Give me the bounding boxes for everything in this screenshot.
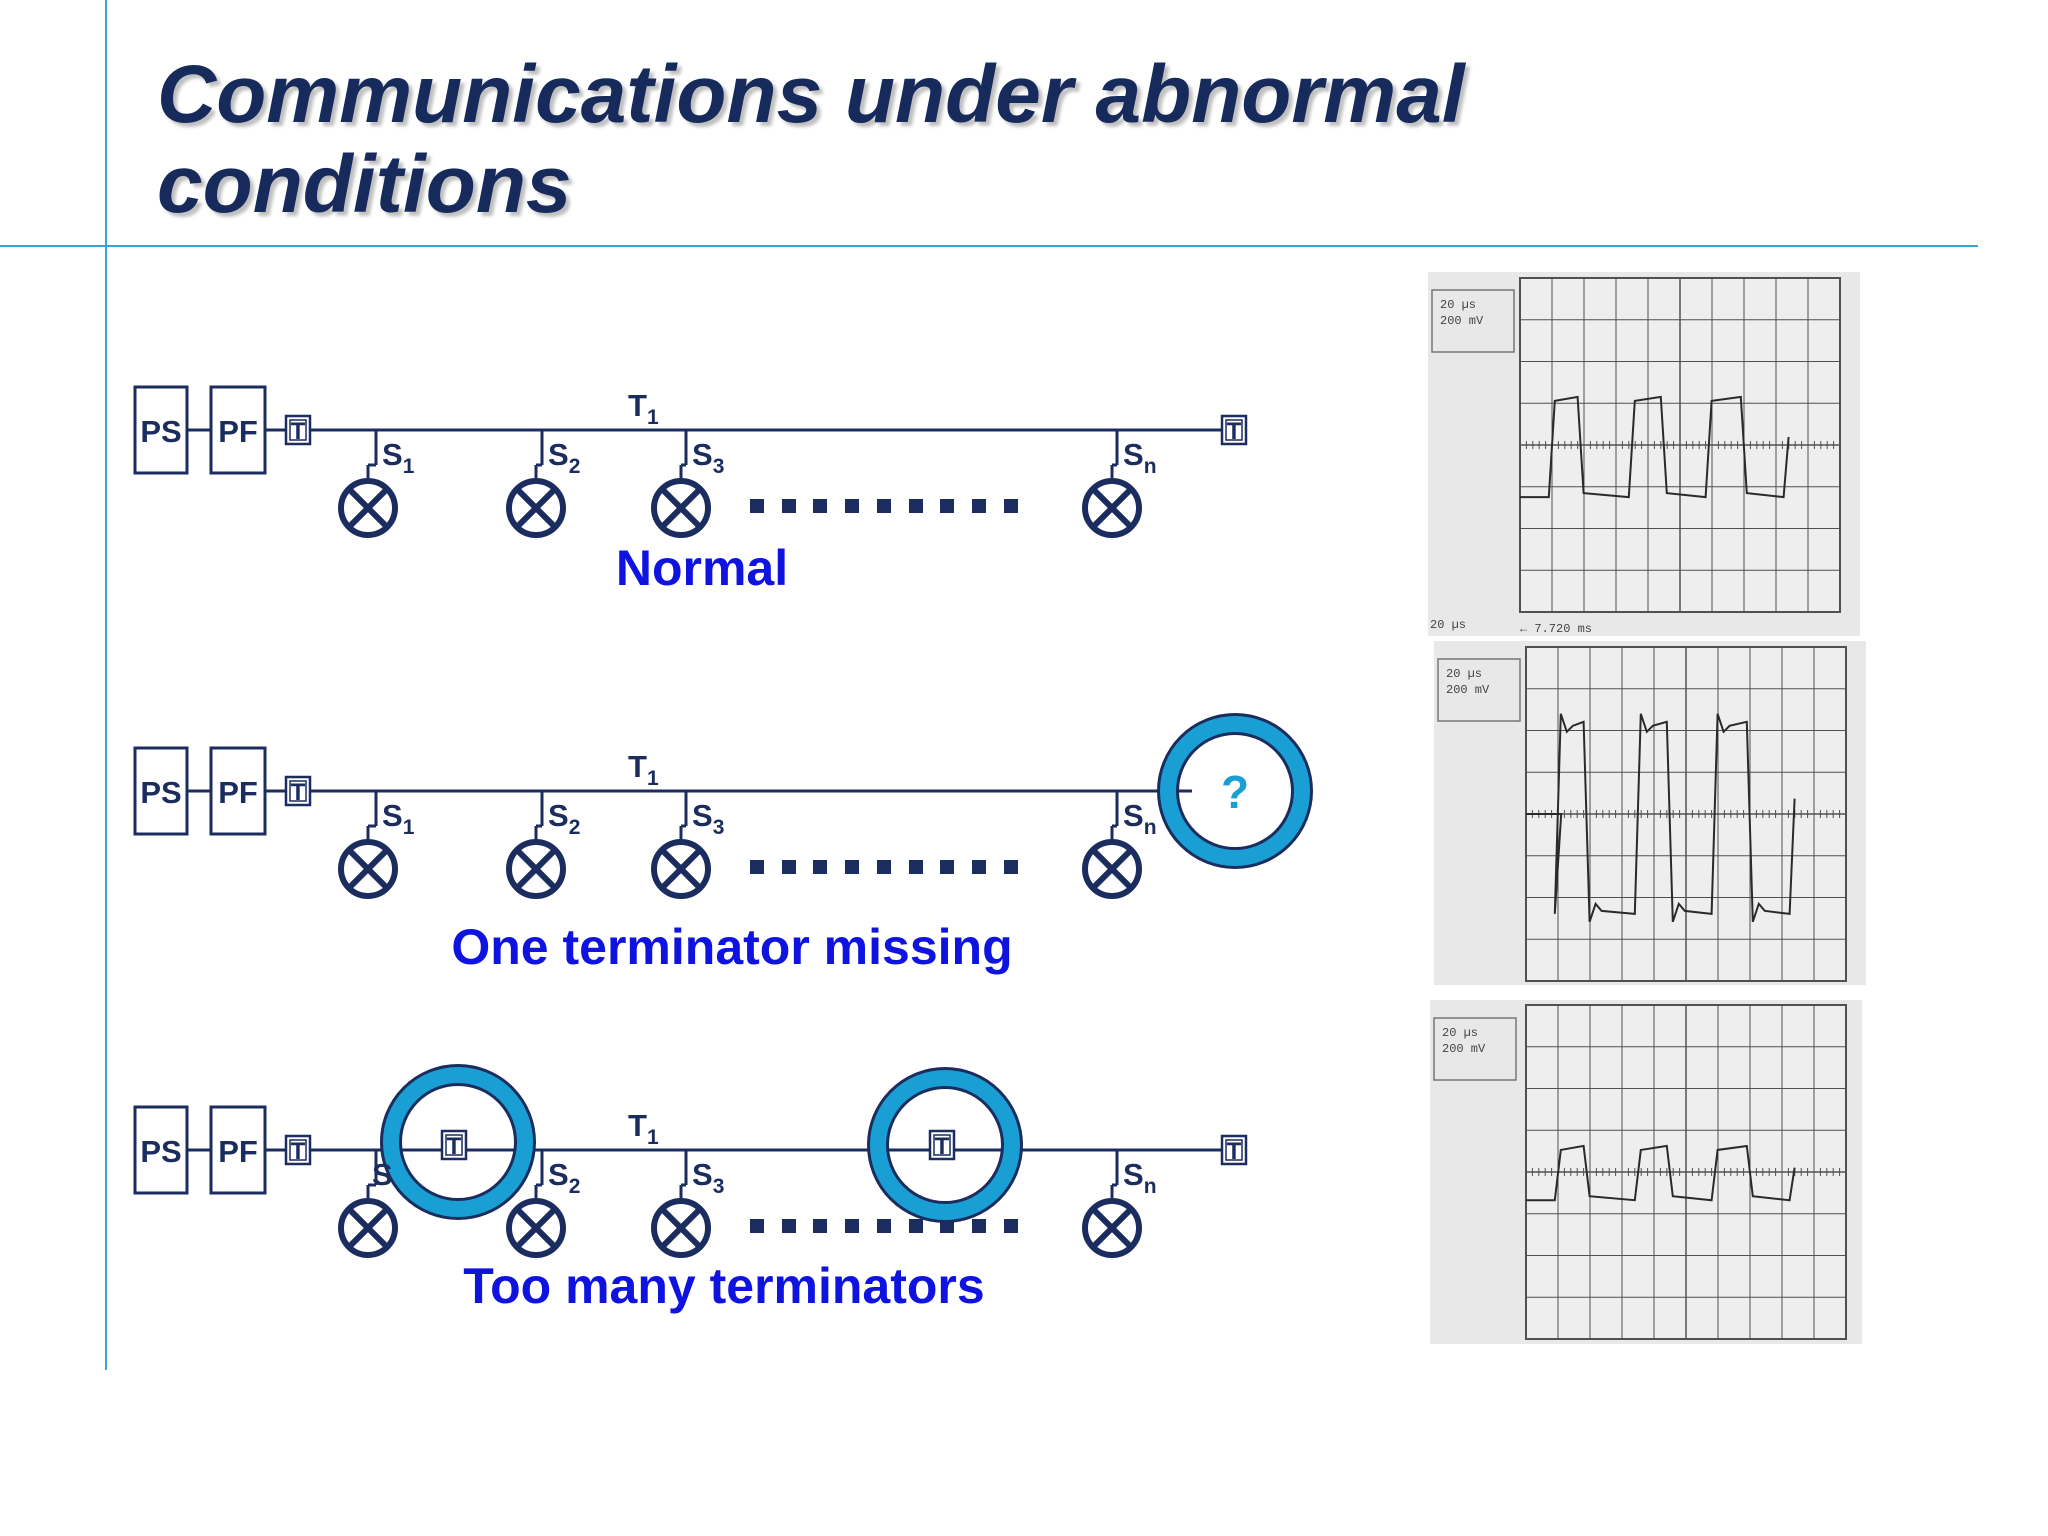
diagram-caption: Too many terminators	[463, 1258, 984, 1314]
slide-title: Communications under abnormal conditions	[157, 50, 1657, 230]
ellipsis-dot	[750, 499, 764, 513]
diagram-caption: One terminator missing	[451, 919, 1012, 975]
ellipsis-dot	[940, 860, 954, 874]
ellipsis-dot	[782, 1219, 796, 1233]
ellipsis-dot	[972, 499, 986, 513]
oscilloscope-panel-3: 20 µs 200 mV	[1430, 1000, 1862, 1344]
trunk-label: T1	[628, 749, 659, 790]
scope-footer-right: ← 7.720 ms	[1520, 622, 1592, 636]
scope-waveform	[1526, 713, 1796, 923]
ellipsis-dot	[813, 499, 827, 513]
scope-waveform	[1526, 1144, 1796, 1202]
ellipsis-dot	[1004, 1219, 1018, 1233]
ellipsis-dot	[750, 860, 764, 874]
ellipsis-dot	[1004, 499, 1018, 513]
scope-waveform	[1520, 395, 1790, 499]
power-filter-box-label: PF	[218, 1134, 258, 1169]
scope-volts: 200 mV	[1446, 683, 1490, 697]
scope-volts: 200 mV	[1440, 314, 1484, 328]
ellipsis-dot	[813, 860, 827, 874]
power-supply-box-label: PS	[140, 414, 181, 449]
ellipsis-dot	[909, 499, 923, 513]
station-label-3: S3	[692, 798, 724, 839]
ellipsis-dot	[972, 860, 986, 874]
station-label-2: S2	[548, 1157, 580, 1198]
station-label-1: S1	[382, 437, 415, 478]
power-supply-box-label: PS	[140, 775, 181, 810]
scope-timebase: 20 µs	[1440, 298, 1476, 312]
scope-settings-box	[1431, 289, 1515, 353]
ellipsis-dot	[750, 1219, 764, 1233]
station-label-2: S2	[548, 798, 580, 839]
station-label-2: S2	[548, 437, 580, 478]
ellipsis-dot	[877, 860, 891, 874]
ellipsis-dot	[940, 499, 954, 513]
terminator-left-label: T	[291, 779, 306, 806]
scope-settings-box	[1437, 658, 1521, 722]
power-filter-box-label: PF	[218, 775, 258, 810]
station-label-3: S3	[692, 437, 724, 478]
terminator-left-label: T	[291, 1138, 306, 1165]
scope-settings-box	[1433, 1017, 1517, 1081]
scope-footer-left: 20 µs	[1430, 618, 1466, 632]
scope-timebase: 20 µs	[1446, 667, 1482, 681]
ellipsis-dot	[1004, 860, 1018, 874]
terminator-right-label: T	[1227, 1138, 1242, 1165]
power-supply-box-label: PS	[140, 1134, 181, 1169]
terminator-extra-2-label: T	[935, 1133, 950, 1160]
ellipsis-dot	[782, 499, 796, 513]
ellipsis-dot	[845, 860, 859, 874]
terminator-right-label: T	[1227, 418, 1242, 445]
power-filter-box-label: PF	[218, 414, 258, 449]
ellipsis-dot	[813, 1219, 827, 1233]
ellipsis-dot	[877, 499, 891, 513]
oscilloscope-panel-2: 20 µs 200 mV	[1434, 641, 1866, 985]
station-label-4: Sn	[1123, 798, 1157, 839]
ellipsis-dot	[909, 860, 923, 874]
title-line-1: Communications under abnormal	[157, 49, 1465, 140]
scope-timebase: 20 µs	[1442, 1026, 1478, 1040]
question-mark: ?	[1221, 766, 1249, 818]
ellipsis-dot	[909, 1219, 923, 1233]
scope-volts: 200 mV	[1442, 1042, 1486, 1056]
station-label-1: S	[372, 1157, 393, 1192]
station-label-4: Sn	[1123, 1157, 1157, 1198]
diagram-caption: Normal	[616, 540, 788, 596]
station-label-4: Sn	[1123, 437, 1157, 478]
oscilloscope-panel-1: 20 µs 200 mV 20 µs ← 7.720 ms	[1428, 272, 1860, 636]
terminator-extra-1-label: T	[447, 1133, 462, 1160]
terminator-left-label: T	[291, 418, 306, 445]
trunk-label: T1	[628, 388, 659, 429]
station-label-1: S1	[382, 798, 415, 839]
ellipsis-dot	[845, 1219, 859, 1233]
ellipsis-dot	[782, 860, 796, 874]
station-label-3: S3	[692, 1157, 724, 1198]
ellipsis-dot	[845, 499, 859, 513]
ellipsis-dot	[972, 1219, 986, 1233]
title-line-2: conditions	[157, 139, 572, 230]
trunk-label: T1	[628, 1108, 659, 1149]
ellipsis-dot	[877, 1219, 891, 1233]
